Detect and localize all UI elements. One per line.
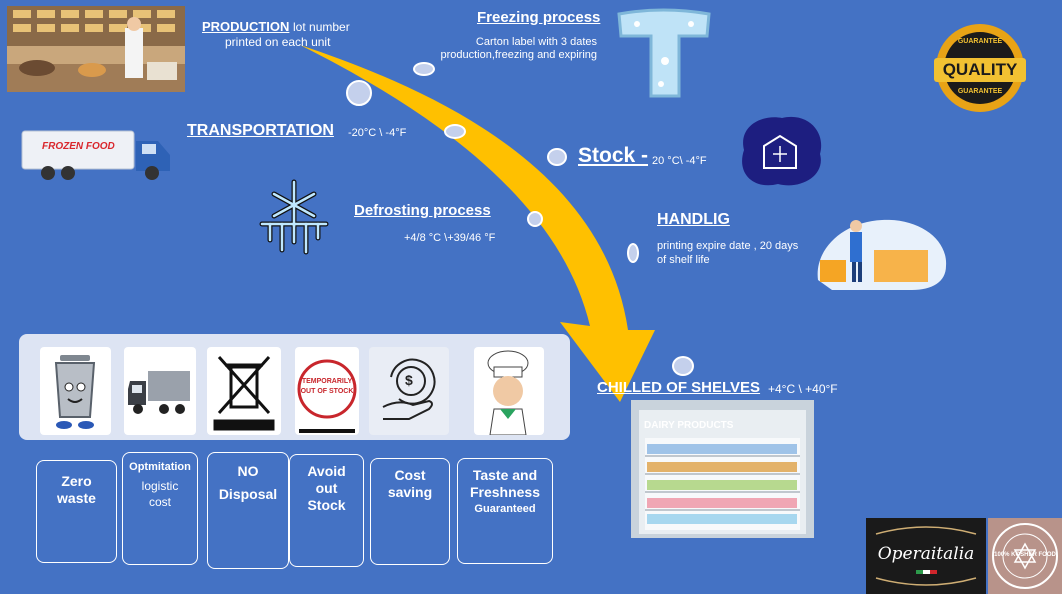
benefit-box-logistic-cost: Optmitation logistic cost <box>122 452 198 565</box>
chef-icon <box>474 347 544 435</box>
benefit-line2: Freshness <box>469 484 541 500</box>
bubble <box>346 80 372 106</box>
logistics-truck-icon <box>124 347 196 435</box>
benefit-line3: cost <box>148 495 171 509</box>
stamp-line2: OUT OF STOCK <box>300 388 354 395</box>
freezing-desc-line1: Carton label with 3 dates <box>475 36 597 48</box>
brand-name: Operaitalia <box>877 544 975 564</box>
fridge-label: DAIRY PRODUCTS <box>644 420 734 431</box>
benefit-line2: out <box>315 480 338 496</box>
benefit-line1: Avoid <box>307 463 346 479</box>
chilled-title: CHILLED OF SHELVES <box>597 379 761 396</box>
kosher-food-seal: 100% KOSHER FOOD <box>988 518 1062 594</box>
operaitalia-logo: Operaitalia <box>866 518 986 594</box>
freezing-desc-line2: production,freezing and expiring <box>440 49 597 61</box>
bakery-production-image <box>7 6 185 92</box>
benefit-line1: Zero <box>61 473 92 489</box>
truck-label: FROZEN FOOD <box>42 141 115 152</box>
handling-desc-line1: printing expire date , 20 days <box>657 240 799 252</box>
benefit-box-cost-saving: Cost saving <box>370 458 450 565</box>
benefit-line2: logistic <box>141 479 179 493</box>
production-title: PRODUCTION <box>202 19 290 34</box>
benefit-line1: Optmitation <box>129 461 191 473</box>
handling-title: HANDLIG <box>657 211 730 228</box>
out-of-stock-stamp-icon: TEMPORARILY OUT OF STOCK <box>295 347 359 435</box>
benefit-line1: NO <box>237 463 259 479</box>
stock-temp: 20 °C\ -4°F <box>652 155 707 167</box>
benefit-line2: waste <box>57 490 96 506</box>
benefit-line1: Taste and <box>472 467 538 483</box>
cost-saving-icon: $ <box>369 347 449 435</box>
benefit-line1: Cost <box>394 467 426 483</box>
transportation-temp: -20°C \ -4°F <box>348 127 407 139</box>
production-desc-line1: lot number <box>293 20 350 34</box>
trash-can-icon <box>40 347 111 435</box>
bubble <box>527 211 543 227</box>
stock-title: Stock - <box>578 144 649 167</box>
defrosting-temp: +4/8 °C \+39/46 °F <box>404 232 496 244</box>
dairy-fridge-image: DAIRY PRODUCTS <box>631 400 814 538</box>
defrosting-title: Defrosting process <box>354 202 491 219</box>
benefit-line3: Stock <box>307 497 346 513</box>
bubble <box>444 124 466 139</box>
benefit-box-zero-waste: Zero waste <box>36 460 117 563</box>
handling-desc-line2: of shelf life <box>657 254 710 266</box>
frozen-food-truck-image: FROZEN FOOD <box>20 127 174 181</box>
frozen-letter-t-image <box>613 6 715 102</box>
bubble <box>547 148 567 166</box>
cold-storage-icon <box>734 110 826 190</box>
freezing-title: Freezing process <box>477 9 601 26</box>
badge-center-text: QUALITY <box>942 60 1018 79</box>
production-desc-line2: printed on each unit <box>225 35 331 49</box>
transportation-title: TRANSPORTATION <box>187 122 334 139</box>
no-disposal-icon <box>207 347 281 435</box>
chilled-temp: +4°C \ +40°F <box>768 382 838 396</box>
bubble <box>627 243 639 263</box>
badge-bottom-text: GUARANTEE <box>957 88 1003 95</box>
kosher-text: 100% KOSHER FOOD <box>994 552 1056 558</box>
benefit-line3: Guaranteed <box>474 503 536 515</box>
bubble <box>672 356 694 376</box>
benefit-box-no-disposal: NO Disposal <box>207 452 289 569</box>
defrost-snowflake-icon <box>254 176 334 256</box>
bubble <box>413 62 435 76</box>
badge-top-text: GUARANTEE <box>957 38 1003 45</box>
benefit-line2: Disposal <box>218 486 278 502</box>
benefit-box-avoid-out-of-stock: Avoid out Stock <box>289 454 364 567</box>
stamp-line1: TEMPORARILY <box>301 378 353 385</box>
benefit-box-taste-freshness: Taste and Freshness Guaranteed <box>457 458 553 564</box>
warehouse-handling-image <box>812 210 952 292</box>
quality-guarantee-badge: GUARANTEE QUALITY GUARANTEE <box>930 22 1030 114</box>
benefit-line2: saving <box>387 484 433 500</box>
